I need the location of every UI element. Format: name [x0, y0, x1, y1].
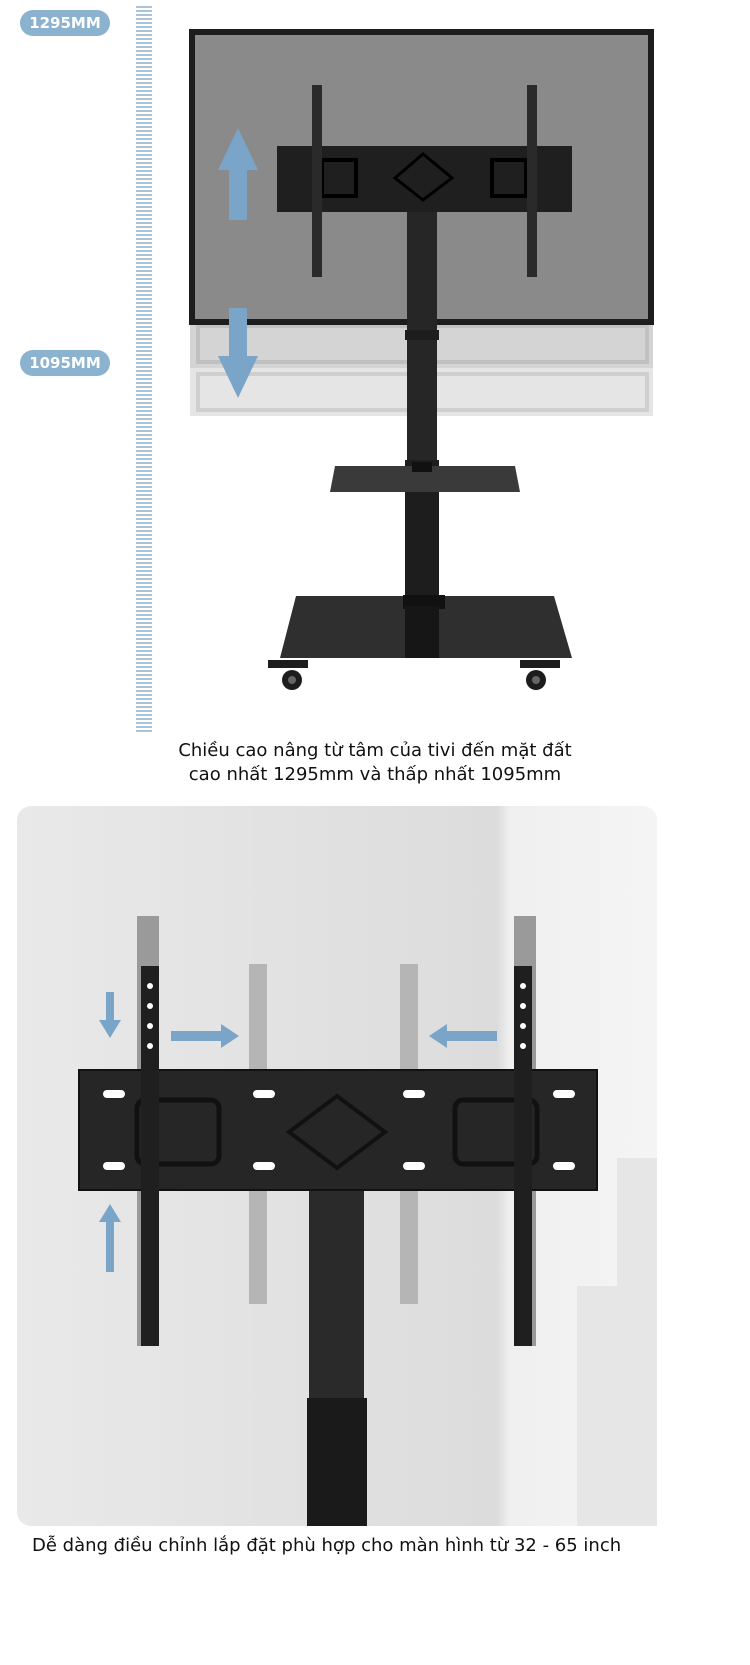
height-caption-line1: Chiều cao nâng từ tâm của tivi đến mặt đ… [178, 740, 572, 761]
tv-stand-height-illustration [189, 29, 654, 690]
bracket-adjustment-illustration [17, 806, 657, 1526]
min-height-badge: 1095MM [20, 350, 110, 376]
adjustment-caption: Dễ dàng điều chỉnh lắp đặt phù hợp cho m… [32, 1535, 622, 1556]
height-ruler [136, 6, 152, 732]
max-height-badge: 1295MM [20, 10, 110, 36]
height-caption-line2: cao nhất 1295mm và thấp nhất 1095mm [188, 764, 562, 785]
